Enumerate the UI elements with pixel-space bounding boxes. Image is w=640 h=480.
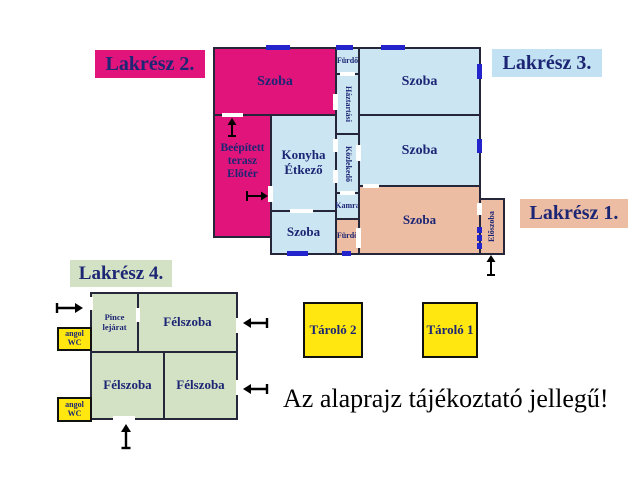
window-mark	[381, 45, 405, 50]
door-gap	[340, 191, 355, 195]
room-beepitett-terasz: Beépített terasz Előtér	[213, 114, 272, 238]
room-angol-wc-top: angol WC	[57, 327, 92, 351]
unit-label-lakresz-2: Lakrész 2.	[95, 50, 205, 78]
room-felszoba-bottom-left-label: Félszoba	[103, 377, 152, 393]
storage-tarolo-2-label: Tároló 2	[309, 322, 357, 337]
room-beepitett-terasz-label: Beépített terasz Előtér	[220, 142, 265, 180]
room-kamra: Kamra	[335, 192, 360, 220]
room-szoba-lakresz1-label: Szoba	[402, 211, 437, 227]
door-gap	[356, 145, 361, 161]
window-mark	[266, 45, 290, 50]
room-felszoba-bottom-right-label: Félszoba	[176, 377, 225, 393]
unit-label-lakresz-4: Lakrész 4.	[70, 260, 172, 287]
entrance-arrow-right-icon	[246, 191, 268, 201]
room-felszoba-top: Félszoba	[137, 292, 238, 353]
room-szoba-small-label: Szoba	[286, 224, 321, 240]
storage-tarolo-1-label: Tároló 1	[426, 322, 474, 337]
door-gap	[268, 186, 273, 202]
door-gap	[222, 113, 243, 117]
unit-label-lakresz-3: Lakrész 3.	[492, 49, 602, 77]
entrance-arrow-left-icon	[243, 318, 269, 328]
room-furdo-salmon-label: Fürdő	[336, 231, 359, 241]
storage-tarolo-2: Tároló 2	[303, 302, 363, 358]
door-gap	[113, 416, 135, 421]
room-angol-wc-top-label: angol WC	[65, 329, 84, 347]
room-szoba-lakresz3-top-label: Szoba	[401, 73, 438, 89]
window-mark	[477, 64, 482, 79]
window-mark	[336, 45, 353, 50]
unit-label-lakresz-1: Lakrész 1.	[520, 199, 628, 228]
room-felszoba-top-label: Félszoba	[163, 314, 212, 330]
room-eloszoba: Előszoba	[479, 198, 505, 255]
unit-label-lakresz-1-text: Lakrész 1.	[529, 202, 619, 224]
room-angol-wc-bottom-label: angol WC	[65, 399, 84, 418]
door-gap	[333, 94, 338, 110]
room-haztartasi-label: Háztartási	[343, 86, 353, 122]
door-gap	[356, 228, 361, 248]
room-angol-wc-bottom: angol WC	[57, 397, 92, 422]
door-gap	[136, 308, 140, 322]
window-mark	[342, 251, 351, 256]
entrance-arrow-up-icon	[486, 255, 496, 276]
room-kamra-label: Kamra	[335, 200, 360, 210]
door-gap	[477, 203, 482, 215]
room-kozlekedo: Közlekedő	[335, 133, 360, 194]
entrance-arrow-up-icon	[121, 424, 131, 450]
door-gap	[340, 72, 355, 76]
entrance-arrow-up-icon	[227, 118, 237, 137]
window-mark	[477, 227, 482, 233]
room-felszoba-bottom-left: Félszoba	[90, 351, 165, 420]
room-konyha-etkezo-label: Konyha Étkező	[281, 147, 326, 177]
unit-label-lakresz-4-text: Lakrész 4.	[78, 262, 164, 284]
room-pince-lejarat: Pince lejárat	[90, 292, 139, 353]
room-kozlekedo-label: Közlekedő	[343, 145, 353, 182]
room-furdo-top-label: Fürdő	[336, 55, 359, 65]
unit-label-lakresz-3-text: Lakrész 3.	[502, 51, 592, 74]
disclaimer-text: Az alaprajz tájékoztató jellegű!	[283, 384, 609, 413]
window-mark	[477, 235, 482, 241]
room-szoba-small: Szoba	[270, 210, 337, 255]
room-szoba-lakresz3-bottom-label: Szoba	[401, 142, 438, 158]
room-felszoba-bottom-right: Félszoba	[163, 351, 238, 420]
window-mark	[287, 251, 308, 256]
room-szoba-lakresz3-top: Szoba	[358, 47, 481, 116]
entrance-arrow-left-icon	[243, 384, 269, 394]
room-szoba-lakresz1: Szoba	[358, 185, 481, 255]
door-gap	[290, 209, 313, 213]
window-mark	[477, 139, 482, 153]
room-haztartasi: Háztartási	[335, 73, 360, 135]
window-mark	[477, 243, 482, 249]
door-gap	[363, 184, 379, 188]
unit-label-lakresz-2-text: Lakrész 2.	[105, 52, 195, 75]
room-pince-lejarat-label: Pince lejárat	[102, 311, 127, 332]
room-eloszoba-label: Előszoba	[486, 211, 496, 242]
door-gap	[88, 297, 93, 310]
storage-tarolo-1: Tároló 1	[422, 302, 478, 358]
door-gap	[236, 380, 241, 395]
door-gap	[333, 139, 338, 152]
room-szoba-lakresz3-bottom: Szoba	[358, 114, 481, 187]
room-szoba-lakresz2: Szoba	[213, 47, 337, 116]
room-szoba-lakresz2-label: Szoba	[257, 73, 293, 89]
door-gap	[236, 318, 241, 333]
room-furdo-salmon: Fürdő	[335, 218, 360, 255]
room-furdo-top: Fürdő	[335, 47, 360, 75]
room-konyha-etkezo: Konyha Étkező	[270, 114, 337, 212]
door-gap	[333, 170, 338, 183]
entrance-arrow-right-icon	[55, 303, 83, 313]
